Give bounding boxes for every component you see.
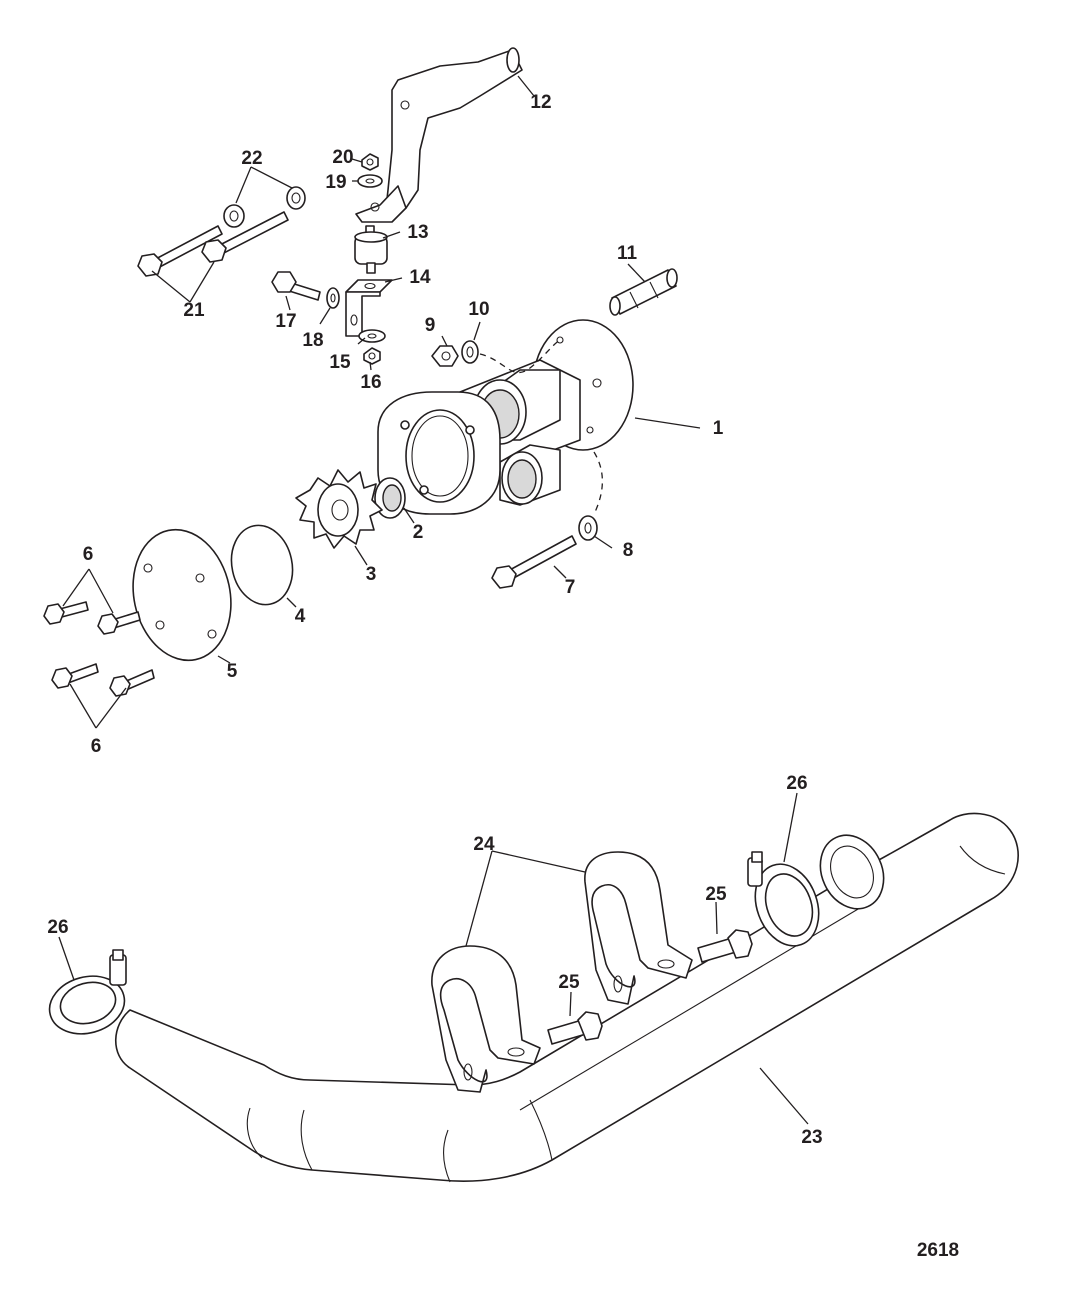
screw-6-a xyxy=(43,601,89,625)
callout-4: 4 xyxy=(295,606,306,627)
pump-housing-1 xyxy=(377,319,634,515)
leader-lines xyxy=(58,75,809,1125)
nut-9 xyxy=(431,345,459,367)
washer-19 xyxy=(357,174,383,188)
mounting-path-lower xyxy=(593,451,603,513)
washer-10 xyxy=(461,340,479,364)
bolt-7 xyxy=(491,535,577,589)
long-bolt-21-b xyxy=(201,211,289,263)
p-clamp-24-a xyxy=(431,945,541,1093)
hose-clamp-26-right xyxy=(747,851,820,947)
callout-labels: 1 2 3 4 5 6 6 7 8 9 10 11 12 13 14 15 16… xyxy=(47,92,822,1148)
callout-26-left: 26 xyxy=(47,917,68,938)
callout-10: 10 xyxy=(468,299,489,320)
bolt-17 xyxy=(271,271,321,301)
callout-5: 5 xyxy=(227,661,238,682)
l-bracket-14 xyxy=(345,279,393,337)
callout-23: 23 xyxy=(801,1127,822,1148)
callout-18: 18 xyxy=(302,330,323,351)
callout-7: 7 xyxy=(565,577,576,598)
bolt-25-a xyxy=(547,1011,603,1045)
impeller-3 xyxy=(295,469,383,549)
mounting-path-upper xyxy=(479,339,561,374)
callout-25-right: 25 xyxy=(705,884,727,905)
callout-8: 8 xyxy=(623,540,634,561)
washer-22-a xyxy=(223,204,245,228)
callout-3: 3 xyxy=(366,564,377,585)
callout-17: 17 xyxy=(275,311,296,332)
screw-6-b xyxy=(97,611,141,635)
rubber-mount-13 xyxy=(354,225,388,274)
washer-22-b xyxy=(286,186,306,210)
mounting-bracket xyxy=(355,47,523,223)
callout-22: 22 xyxy=(241,148,262,169)
bolt-25-b xyxy=(697,929,753,963)
callout-6-lower: 6 xyxy=(91,736,102,757)
hose-23 xyxy=(115,812,1019,1183)
callout-12: 12 xyxy=(530,92,551,113)
o-ring-4 xyxy=(230,524,294,606)
callout-6-upper: 6 xyxy=(83,544,94,565)
callout-13: 13 xyxy=(407,222,428,243)
washer-18 xyxy=(326,287,340,309)
screw-6-c xyxy=(51,663,99,689)
callout-25-left: 25 xyxy=(558,972,580,993)
callout-9: 9 xyxy=(425,315,436,336)
hose-clamp-26-left xyxy=(48,949,127,1035)
nut-16 xyxy=(363,347,381,365)
callout-21: 21 xyxy=(183,300,205,321)
washer-15 xyxy=(358,329,386,343)
screw-6-d xyxy=(109,669,155,697)
washer-8 xyxy=(578,515,598,541)
figure-number: 2618 xyxy=(917,1240,959,1261)
callout-14: 14 xyxy=(409,267,431,288)
seal-2 xyxy=(374,477,406,519)
cover-plate-5 xyxy=(132,528,232,662)
drive-coupling-11 xyxy=(609,268,678,316)
callout-20: 20 xyxy=(332,147,353,168)
callout-2: 2 xyxy=(413,522,424,543)
callout-11: 11 xyxy=(617,243,638,264)
long-bolt-21-a xyxy=(137,225,223,277)
callout-1: 1 xyxy=(713,418,724,439)
callout-19: 19 xyxy=(325,172,346,193)
callout-16: 16 xyxy=(360,372,381,393)
nut-20 xyxy=(361,153,379,171)
callout-24: 24 xyxy=(473,834,495,855)
callout-15: 15 xyxy=(329,352,351,373)
callout-26-right: 26 xyxy=(786,773,807,794)
p-clamp-24-b xyxy=(584,851,693,1005)
